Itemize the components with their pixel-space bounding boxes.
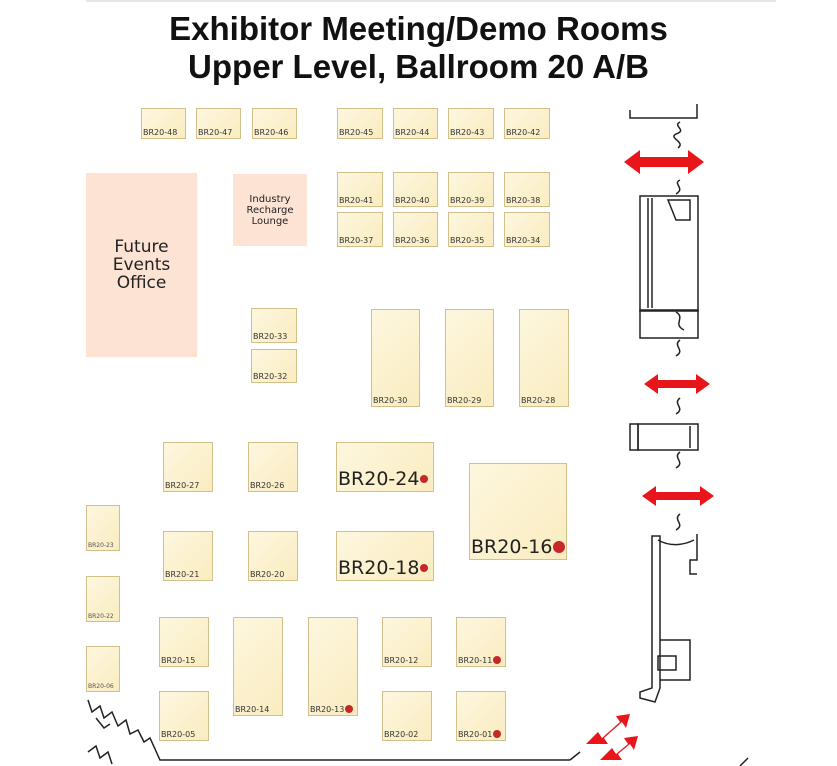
booth-br20-26[interactable]: BR20-26 xyxy=(248,442,298,492)
booth-label: BR20-20 xyxy=(250,570,285,579)
booth-br20-22[interactable]: BR20-22 xyxy=(86,576,120,622)
booth-br20-23[interactable]: BR20-23 xyxy=(86,505,120,551)
booth-label: BR20-44 xyxy=(395,128,430,137)
booth-label: BR20-06 xyxy=(88,683,114,690)
booth-label: BR20-43 xyxy=(450,128,485,137)
booth-label: BR20-26 xyxy=(250,481,285,490)
booth-label: BR20-16 xyxy=(471,536,553,558)
booth-br20-36[interactable]: BR20-36 xyxy=(393,212,438,247)
booth-br20-32[interactable]: BR20-32 xyxy=(251,349,297,383)
booth-br20-35[interactable]: BR20-35 xyxy=(448,212,494,247)
booth-br20-12[interactable]: BR20-12 xyxy=(382,617,432,667)
map-title: Exhibitor Meeting/Demo Rooms xyxy=(169,10,668,47)
lounge-label: Industry Recharge Lounge xyxy=(246,193,294,227)
exhibitor-badge-icon xyxy=(420,474,429,483)
exhibitor-badge-icon xyxy=(493,729,502,738)
booth-br20-16[interactable]: BR20-16 xyxy=(469,463,567,560)
booth-br20-38[interactable]: BR20-38 xyxy=(504,172,550,207)
map-header: Exhibitor Meeting/Demo Rooms Upper Level… xyxy=(0,10,837,86)
booth-label: BR20-13 xyxy=(310,705,345,714)
booth-br20-29[interactable]: BR20-29 xyxy=(445,309,494,407)
booth-label: BR20-37 xyxy=(339,236,374,245)
booth-br20-39[interactable]: BR20-39 xyxy=(448,172,494,207)
booth-label: BR20-24 xyxy=(338,468,420,490)
booth-label: BR20-05 xyxy=(161,730,196,739)
booth-br20-13[interactable]: BR20-13 xyxy=(308,617,358,716)
booth-br20-01[interactable]: BR20-01 xyxy=(456,691,506,741)
booth-label: BR20-15 xyxy=(161,656,196,665)
booth-br20-42[interactable]: BR20-42 xyxy=(504,108,550,139)
top-divider xyxy=(86,0,776,2)
booth-label: BR20-02 xyxy=(384,730,419,739)
booth-label: BR20-39 xyxy=(450,196,485,205)
booth-br20-14[interactable]: BR20-14 xyxy=(233,617,283,716)
booth-br20-33[interactable]: BR20-33 xyxy=(251,308,297,343)
booth-br20-34[interactable]: BR20-34 xyxy=(504,212,550,247)
booth-label: BR20-32 xyxy=(253,372,288,381)
booth-br20-30[interactable]: BR20-30 xyxy=(371,309,420,407)
booth-label: BR20-47 xyxy=(198,128,233,137)
booth-br20-02[interactable]: BR20-02 xyxy=(382,691,432,741)
booth-br20-45[interactable]: BR20-45 xyxy=(337,108,383,139)
booth-label: BR20-30 xyxy=(373,396,408,405)
booth-label: BR20-28 xyxy=(521,396,556,405)
booth-label: BR20-35 xyxy=(450,236,485,245)
booth-br20-15[interactable]: BR20-15 xyxy=(159,617,209,667)
booth-label: BR20-27 xyxy=(165,481,200,490)
booth-label: BR20-01 xyxy=(458,730,493,739)
booth-br20-43[interactable]: BR20-43 xyxy=(448,108,494,139)
exhibitor-badge-icon xyxy=(493,655,502,664)
exhibitor-badge-icon xyxy=(345,704,354,713)
booth-br20-18[interactable]: BR20-18 xyxy=(336,531,434,581)
booth-br20-37[interactable]: BR20-37 xyxy=(337,212,383,247)
booth-label: BR20-12 xyxy=(384,656,419,665)
booth-br20-41[interactable]: BR20-41 xyxy=(337,172,383,207)
industry-recharge-lounge[interactable]: Industry Recharge Lounge xyxy=(233,174,307,246)
booth-label: BR20-21 xyxy=(165,570,200,579)
booth-label: BR20-40 xyxy=(395,196,430,205)
booth-br20-46[interactable]: BR20-46 xyxy=(252,108,297,139)
diagonal-arrows-icon xyxy=(586,714,638,760)
booth-br20-20[interactable]: BR20-20 xyxy=(248,531,298,581)
booth-label: BR20-29 xyxy=(447,396,482,405)
booth-label: BR20-33 xyxy=(253,332,288,341)
booth-br20-40[interactable]: BR20-40 xyxy=(393,172,438,207)
booth-br20-48[interactable]: BR20-48 xyxy=(141,108,186,139)
east-wall xyxy=(629,104,699,703)
office-label: Future Events Office xyxy=(112,237,171,293)
booth-label: BR20-38 xyxy=(506,196,541,205)
booth-label: BR20-22 xyxy=(88,613,114,620)
booth-label: BR20-45 xyxy=(339,128,374,137)
future-events-office[interactable]: Future Events Office xyxy=(86,173,197,357)
south-wall xyxy=(87,699,749,766)
booth-label: BR20-18 xyxy=(338,557,420,579)
booth-br20-21[interactable]: BR20-21 xyxy=(163,531,213,581)
booth-label: BR20-23 xyxy=(88,542,114,549)
booth-label: BR20-11 xyxy=(458,656,493,665)
exhibitor-badge-icon xyxy=(420,563,429,572)
booth-label: BR20-34 xyxy=(506,236,541,245)
booth-br20-24[interactable]: BR20-24 xyxy=(336,442,434,492)
booth-label: BR20-36 xyxy=(395,236,430,245)
booth-label: BR20-48 xyxy=(143,128,178,137)
exhibitor-badge-icon xyxy=(553,540,566,553)
booth-br20-27[interactable]: BR20-27 xyxy=(163,442,213,492)
booth-br20-44[interactable]: BR20-44 xyxy=(393,108,438,139)
booth-label: BR20-46 xyxy=(254,128,289,137)
booth-label: BR20-14 xyxy=(235,705,270,714)
booth-label: BR20-42 xyxy=(506,128,541,137)
booth-br20-06[interactable]: BR20-06 xyxy=(86,646,120,692)
booth-br20-05[interactable]: BR20-05 xyxy=(159,691,209,741)
double-arrow-icon xyxy=(624,150,714,506)
map-subtitle: Upper Level, Ballroom 20 A/B xyxy=(188,48,649,85)
booth-br20-11[interactable]: BR20-11 xyxy=(456,617,506,667)
booth-label: BR20-41 xyxy=(339,196,374,205)
booth-br20-47[interactable]: BR20-47 xyxy=(196,108,241,139)
booth-br20-28[interactable]: BR20-28 xyxy=(519,309,569,407)
